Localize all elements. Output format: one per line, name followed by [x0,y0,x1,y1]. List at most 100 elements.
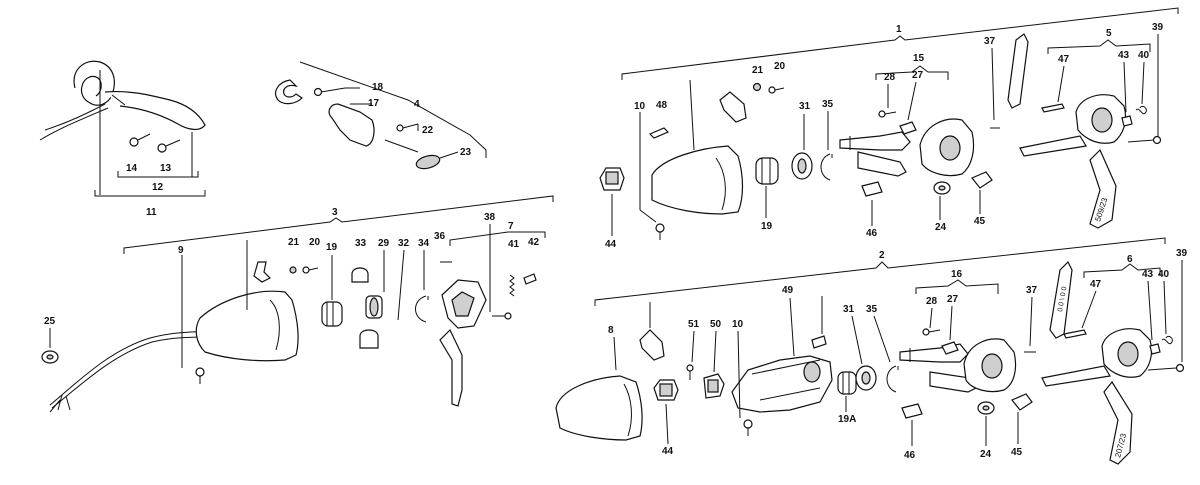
callout-47-bottom: 47 [1090,279,1102,290]
knob-45-top [971,171,993,189]
callout-37-bottom: 37 [1026,285,1038,296]
callout-23: 23 [460,147,472,158]
bolt-28-bottom [922,328,941,336]
callout-14: 14 [126,163,138,174]
brace-3 [123,195,554,254]
circlip-35-top [820,153,833,181]
bearing-19A [837,371,857,395]
callout-35-top: 35 [822,99,834,110]
callout-31-bottom: 31 [843,304,855,315]
callout-24-bottom: 24 [980,449,992,460]
callout-27-bottom: 27 [947,294,959,305]
callout-51: 51 [688,319,700,330]
callout-40-bottom: 40 [1158,269,1170,280]
clip-42 [523,273,537,285]
clip-group-top [719,82,785,123]
callout-47-top: 47 [1058,54,1070,65]
callout-24-top: 24 [935,222,947,233]
callout-21-top: 21 [752,65,764,76]
brace-7 [449,231,546,246]
switch-7-lever [439,279,487,407]
lever-text-mid: 0 0 \ 0 0 [1057,286,1068,312]
callout-10-top: 10 [634,101,646,112]
callout-9: 9 [178,245,184,256]
cable-clip-25 [41,350,59,364]
circlip-34 [415,295,429,323]
connector-44-bottom [653,379,679,401]
group-4-parts [275,61,487,170]
callout-39-bottom: 39 [1176,248,1188,259]
ring-31-bottom [855,365,877,391]
callout-19-top: 19 [761,221,773,232]
brace-1 [621,7,1179,80]
callout-42: 42 [528,237,540,248]
callout-49: 49 [782,285,794,296]
callout-20-left: 20 [309,237,321,248]
callout-7: 7 [508,221,514,232]
brace-16 [915,279,999,294]
callout-43-bottom: 43 [1142,269,1154,280]
callout-16: 16 [951,269,963,280]
ring-31-top [791,152,813,180]
bearing-19-top [755,157,779,185]
screw-14 [129,133,151,147]
pin-48 [648,127,670,139]
screw-13 [157,139,181,153]
callout-13: 13 [160,163,172,174]
callout-6: 6 [1127,254,1133,265]
clip-43-bottom [1149,343,1161,355]
brace-5 [1047,39,1151,54]
lever-37-bottom [1024,260,1073,353]
callout-40-top: 40 [1138,50,1150,61]
lock-cylinder-15 [839,118,975,177]
callout-1: 1 [896,24,902,35]
pin-47-bottom [1063,329,1087,339]
callout-17: 17 [368,98,380,109]
circlip-35-bottom [886,365,899,393]
callout-5: 5 [1106,28,1112,39]
callout-25: 25 [44,316,56,327]
bolt-38 [492,312,512,320]
cap-46-bottom [901,403,923,419]
spring-40-bottom [1161,335,1173,345]
callout-46-top: 46 [866,228,878,239]
callout-33: 33 [355,238,367,249]
callout-20-top: 20 [774,61,786,72]
callout-44-top: 44 [605,239,617,250]
pin-23 [384,139,441,170]
callout-4: 4 [414,99,420,110]
bushing-24-bottom [977,401,995,415]
callout-35-bottom: 35 [866,304,878,315]
callout-45-top: 45 [974,216,986,227]
callout-45-bottom: 45 [1011,447,1023,458]
key-27-top [899,121,917,135]
callout-32: 32 [398,238,410,249]
switch-5 [1019,94,1127,229]
callout-48: 48 [656,100,668,111]
callout-34: 34 [418,238,430,249]
callout-28-top: 28 [884,72,896,83]
callout-36: 36 [434,231,446,242]
callout-3: 3 [332,207,338,218]
brace-15 [875,65,949,80]
bearing-19-left [321,301,343,327]
lever-37-top [990,33,1029,129]
callout-37-top: 37 [984,36,996,47]
knob-45-bottom [1011,393,1033,411]
bolt-28-top [878,110,897,118]
clip-bottom [639,329,665,361]
callout-38: 38 [484,212,496,223]
housing-10-top [651,145,744,240]
spring-41 [509,274,515,297]
clip-43-top [1121,115,1133,127]
callout-22: 22 [422,125,434,136]
callout-27-top: 27 [912,70,924,81]
lock-cylinder-16 [899,338,1017,393]
callout-18: 18 [372,82,384,93]
callout-29: 29 [378,238,390,249]
callout-2: 2 [879,250,885,261]
parts-33-29-32 [351,267,383,349]
brace-2 [594,237,1166,306]
callout-41: 41 [508,239,520,250]
bolt-18 [313,87,346,97]
